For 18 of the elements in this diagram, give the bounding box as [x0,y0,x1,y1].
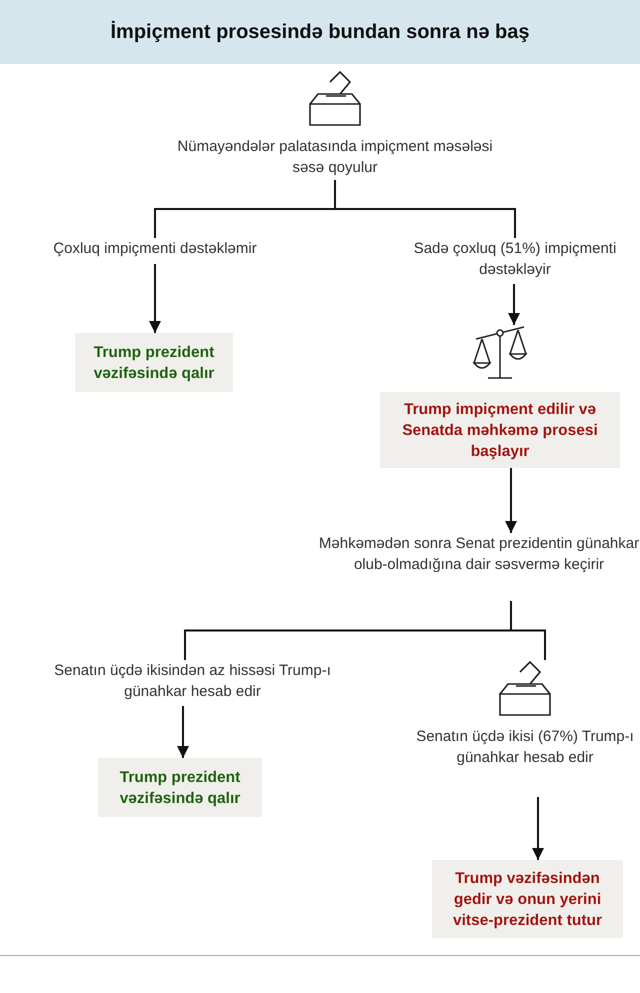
outcome-box: Trump prezident vəzifəsində qalır [98,758,262,817]
title: İmpiçment prosesində bundan sonra nə baş [110,20,530,44]
step-text: Çoxluq impiçmenti dəstəkləmir [53,239,257,259]
connector-line [510,601,546,660]
step-text: Senatın üçdə ikisi (67%) Trump-ı günahkar hesab edir [415,727,635,768]
arrow [177,706,189,758]
step-text: Nümayəndələr palatasında impiçment məsələsi səsə qoyulur [176,137,494,178]
arrow [149,264,161,333]
arrow [532,797,544,860]
connector-line [334,180,516,238]
outcome-box: Trump vəzifəsindən gedir və onun yerini vitse-prezident tutur [432,860,623,938]
step-text: Sadə çoxluq (51%) impiçmenti dəstəkləyir [412,239,618,280]
arrow [508,284,520,325]
outcome-box: Trump prezident vəzifəsində qalır [75,333,233,392]
outcome-box: Trump impiçment edilir və Senatda məhkəmə prosesi başlayır [380,392,620,468]
step-text: Məhkəmədən sonra Senat prezidentin günahkar olub-olmadığına dair səsvermə keçirir [318,534,640,575]
step-text: Senatın üçdə ikisindən az hissəsi Trump-ı günahkar hesab edir [53,661,332,702]
arrow [505,468,517,533]
